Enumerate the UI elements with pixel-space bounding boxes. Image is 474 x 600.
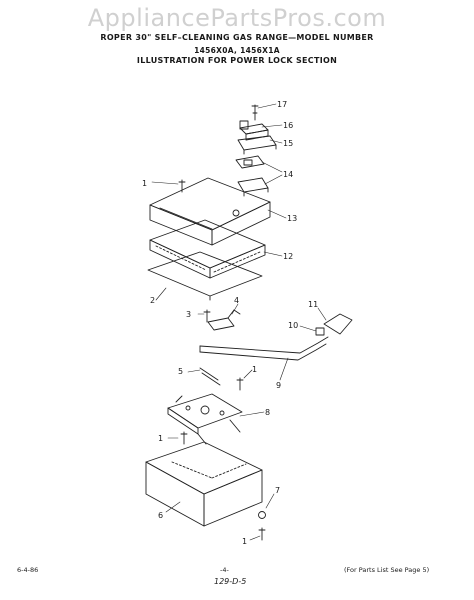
part-1-screws bbox=[178, 179, 266, 541]
part-17-screw bbox=[251, 104, 259, 121]
part-13-cover bbox=[149, 177, 271, 246]
header-section-title: ILLUSTRATION FOR POWER LOCK SECTION bbox=[136, 56, 338, 65]
callout-2: 2 bbox=[150, 296, 155, 305]
callout-7: 7 bbox=[275, 486, 280, 495]
callout-1-lower: 1 bbox=[158, 434, 163, 443]
callout-14: 14 bbox=[283, 170, 293, 179]
part-6-base-housing bbox=[145, 441, 263, 527]
callout-1-middle: 1 bbox=[252, 365, 257, 374]
part-14-latch-pieces bbox=[235, 155, 269, 197]
callout-10: 10 bbox=[288, 321, 298, 330]
part-3-screw bbox=[203, 309, 211, 323]
header-model-numbers: 1456X0A, 1456X1A bbox=[194, 46, 280, 55]
part-15-plate bbox=[237, 135, 277, 155]
part-11-knob bbox=[323, 313, 353, 335]
part-12-tray bbox=[149, 219, 266, 279]
callout-15: 15 bbox=[283, 139, 293, 148]
footer-page-number: -4- bbox=[220, 566, 229, 574]
footer-parts-list-note: (For Parts List See Page 5) bbox=[344, 566, 430, 574]
callout-1-top: 1 bbox=[142, 179, 147, 188]
footer-handwritten-note: 129-D-5 bbox=[214, 577, 247, 586]
footer-date: 6-4-86 bbox=[17, 566, 39, 574]
callout-6: 6 bbox=[158, 511, 163, 520]
callout-3: 3 bbox=[186, 310, 191, 319]
header-title: ROPER 30" SELF–CLEANING GAS RANGE—MODEL … bbox=[100, 33, 374, 42]
part-4-bracket bbox=[207, 309, 241, 331]
callout-11: 11 bbox=[308, 300, 318, 309]
part-9-rod bbox=[199, 336, 329, 361]
callout-5: 5 bbox=[178, 367, 183, 376]
callout-13: 13 bbox=[287, 214, 297, 223]
callout-12: 12 bbox=[283, 252, 293, 261]
part-5-pin bbox=[199, 367, 221, 386]
part-2-gasket bbox=[147, 251, 263, 301]
callout-4: 4 bbox=[234, 296, 239, 305]
callout-8: 8 bbox=[265, 408, 270, 417]
part-10-clip bbox=[315, 327, 325, 336]
watermark: AppliancePartsPros.com bbox=[87, 4, 387, 32]
part-8-mechanism bbox=[167, 393, 243, 445]
part-7-nut bbox=[258, 511, 266, 519]
callout-17: 17 bbox=[277, 100, 287, 109]
callout-1-bottom: 1 bbox=[242, 537, 247, 546]
callout-9: 9 bbox=[276, 381, 281, 390]
callout-16: 16 bbox=[283, 121, 293, 130]
